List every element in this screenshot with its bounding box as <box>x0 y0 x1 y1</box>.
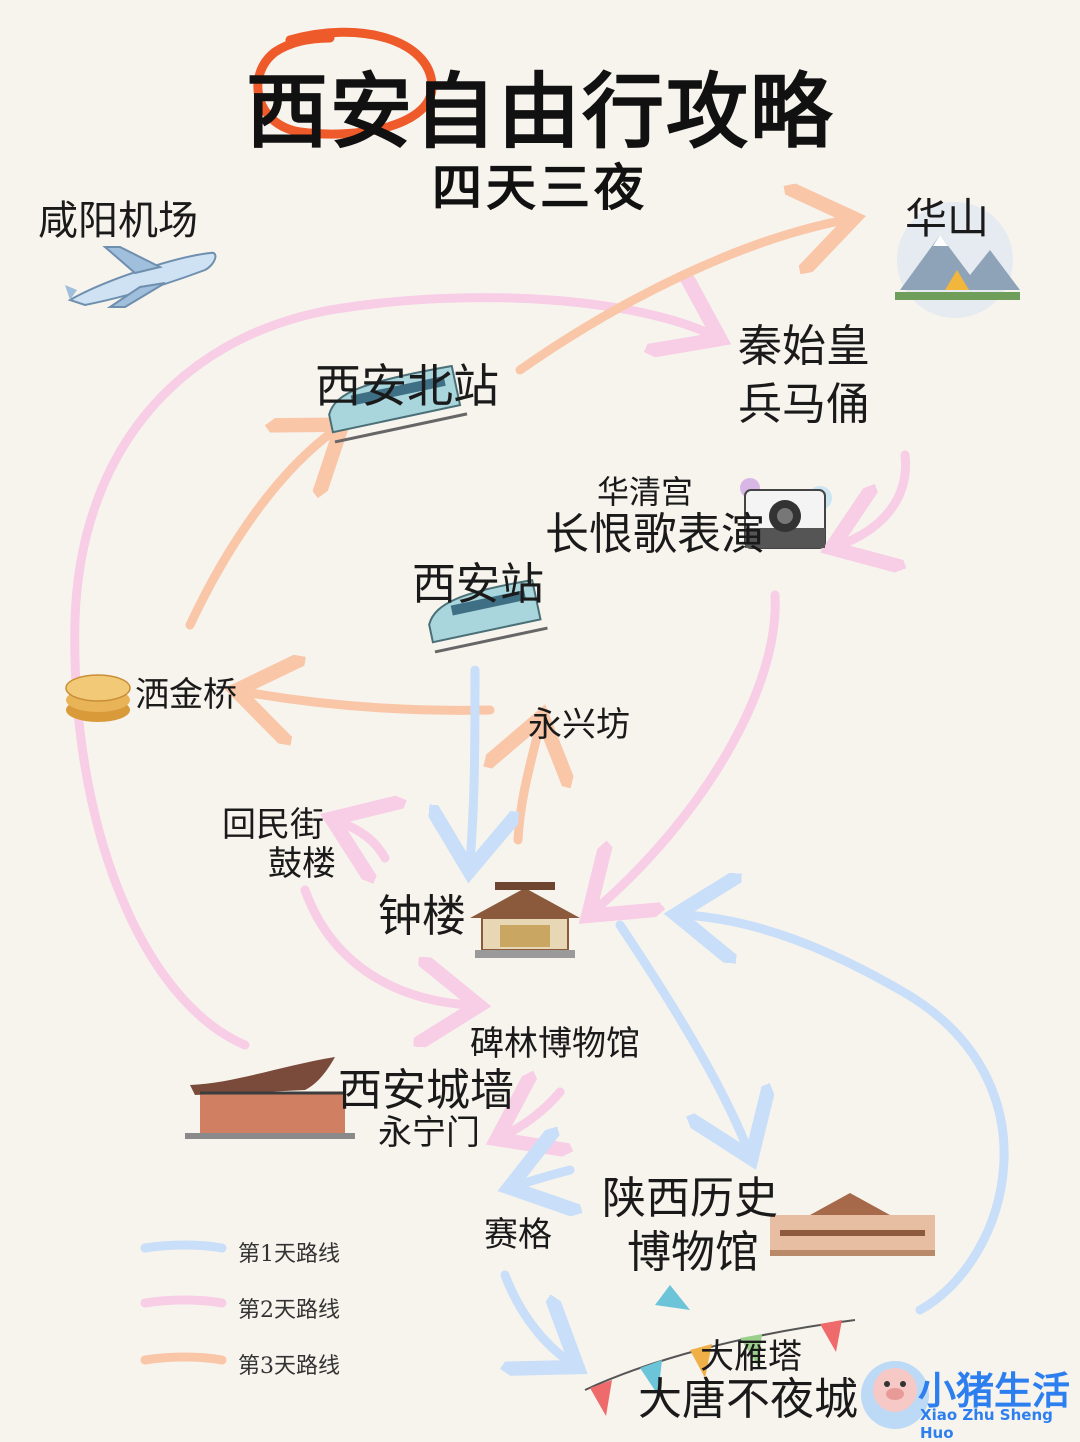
label-history-museum-line2: 博物馆 <box>627 1227 759 1278</box>
route-day3-station-jinqiao <box>245 692 495 710</box>
airplane-icon <box>65 246 217 308</box>
bunting-icon <box>584 1285 856 1416</box>
pavilion-icon <box>470 882 580 958</box>
label-city-wall: 西安城墙 <box>338 1065 514 1116</box>
label-huashan: 华山 <box>905 194 990 243</box>
page-title: 西安自由行攻略 <box>245 65 834 160</box>
label-huimin-street: 回民街 <box>222 805 324 845</box>
route-day2-drum-beilin <box>300 885 470 1005</box>
legend-day2: 第2天路线 <box>238 1298 340 1323</box>
route-day2-terracotta-huaqing <box>840 450 911 545</box>
label-xianyang-airport: 咸阳机场 <box>38 198 198 244</box>
label-yongning-gate: 永宁门 <box>378 1113 480 1153</box>
label-saige: 赛格 <box>484 1215 552 1255</box>
route-day3-jinqiao-north <box>185 430 335 630</box>
camera-icon <box>740 478 832 549</box>
train-icon <box>328 364 468 444</box>
title-highlight-circle <box>253 27 437 139</box>
page-subtitle: 四天三夜 <box>432 159 648 217</box>
label-huaqing-palace: 华清宫 <box>597 473 694 511</box>
route-day1-belltower-museum <box>615 920 748 1150</box>
legend-lines <box>140 1240 227 1365</box>
pancake-icon <box>65 674 131 722</box>
route-day2-belltower-huimin <box>340 822 385 858</box>
mountain-icon <box>895 202 1020 318</box>
label-changhen-show: 长恨歌表演 <box>545 509 765 560</box>
legend-day3: 第3天路线 <box>238 1354 340 1379</box>
museum-icon <box>770 1193 935 1256</box>
label-terracotta-line1: 秦始皇 <box>738 321 870 372</box>
label-sajinqiao: 洒金桥 <box>135 675 237 715</box>
label-xian-north-station: 西安北站 <box>315 359 499 413</box>
route-day1-wall-saige <box>518 1170 570 1185</box>
pig-logo-icon <box>861 1361 929 1429</box>
label-bell-tower: 钟楼 <box>378 891 466 942</box>
route-day1-station-belltower <box>470 665 475 862</box>
label-terracotta-line2: 兵马俑 <box>738 379 870 430</box>
brand-name: 小猪生活 <box>918 1369 1071 1413</box>
route-day3-north-huashan <box>515 220 845 375</box>
route-day2-loop <box>70 298 712 1050</box>
label-xian-station: 西安站 <box>412 559 544 610</box>
label-history-museum-line1: 陕西历史 <box>602 1173 778 1224</box>
label-drum-tower: 鼓楼 <box>268 844 336 884</box>
label-yongxingfang: 永兴坊 <box>528 705 630 745</box>
train-icon <box>428 579 548 654</box>
label-big-wild-goose-pagoda: 大雁塔 <box>700 1337 802 1377</box>
citywall-icon <box>185 1057 355 1139</box>
label-beilin-museum: 碑林博物馆 <box>470 1024 640 1064</box>
brand-pinyin: Xiao Zhu Sheng Huo <box>920 1406 1053 1442</box>
route-day1-datang-belltower <box>685 915 1009 1315</box>
route-day1-saige-datang <box>505 1270 570 1362</box>
route-day2-huaqing-belltower <box>595 590 780 910</box>
legend-day1: 第1天路线 <box>238 1242 340 1267</box>
label-datang-everbright: 大唐不夜城 <box>638 1374 858 1425</box>
